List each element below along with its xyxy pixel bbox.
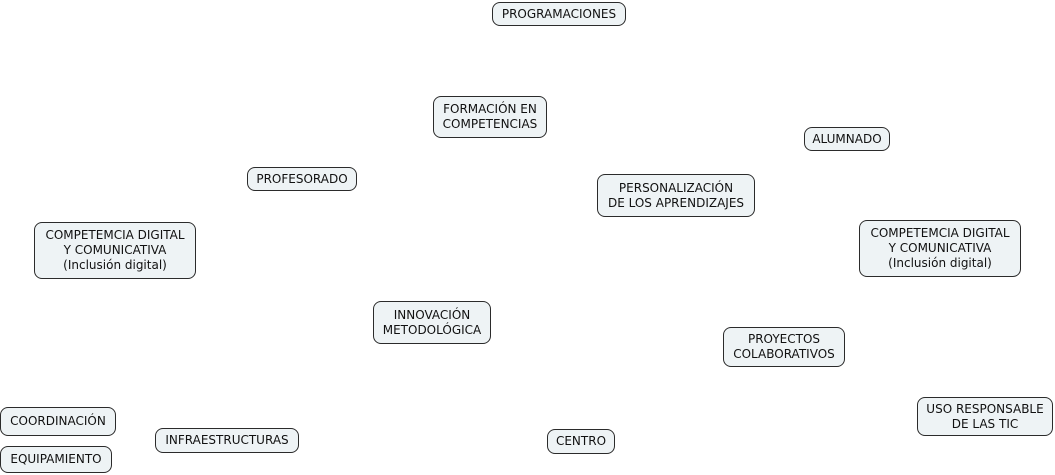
node-infraestructuras[interactable]: INFRAESTRUCTURAS [155,428,299,453]
node-uso-responsable-tic[interactable]: USO RESPONSABLE DE LAS TIC [917,397,1053,436]
node-competencia-digital-left[interactable]: COMPETEMCIA DIGITAL Y COMUNICATIVA (Incl… [34,222,196,279]
node-competencia-digital-right[interactable]: COMPETEMCIA DIGITAL Y COMUNICATIVA (Incl… [859,220,1021,277]
node-equipamiento[interactable]: EQUIPAMIENTO [0,446,112,473]
node-proyectos-colaborativos[interactable]: PROYECTOS COLABORATIVOS [723,327,845,367]
node-alumnado[interactable]: ALUMNADO [804,127,890,151]
node-centro[interactable]: CENTRO [547,429,615,454]
node-formacion-en-competencias[interactable]: FORMACIÓN EN COMPETENCIAS [433,96,547,138]
node-coordinacion[interactable]: COORDINACIÓN [0,407,116,436]
node-innovacion-metodologica[interactable]: INNOVACIÓN METODOLÓGICA [373,301,491,344]
node-programaciones[interactable]: PROGRAMACIONES [492,2,626,26]
node-profesorado[interactable]: PROFESORADO [247,167,357,191]
node-personalizacion-aprendizajes[interactable]: PERSONALIZACIÓN DE LOS APRENDIZAJES [597,174,755,217]
